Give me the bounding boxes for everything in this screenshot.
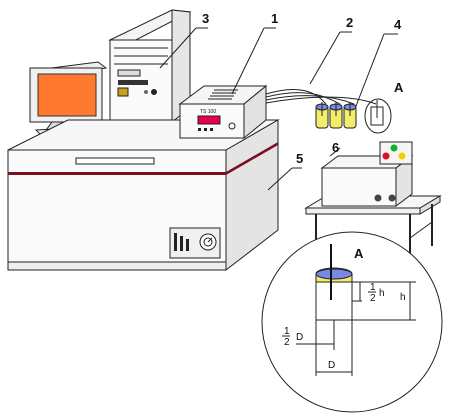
lamp-yellow [398,152,406,160]
dim-half-d-num: 1 [284,326,290,337]
chamber-stripe [8,172,226,175]
vial-3 [343,102,357,129]
label-3: 3 [202,11,209,26]
detail-marker: A [364,80,404,134]
dim-half-d-var: D [296,332,303,343]
detail-vial-body [315,281,353,321]
detail-view: A 1 2 h h 1 2 D D [261,231,443,413]
control-cabinet [320,141,414,207]
label-2: 2 [346,15,353,30]
computer-tower [108,9,192,127]
detail-ref-label: A [394,80,404,95]
instrument-display [197,115,221,125]
label-1: 1 [271,11,278,26]
sensor-cables [265,88,377,105]
cabinet-knob-left [374,194,382,202]
sample-vials [315,102,357,129]
label-5: 5 [296,151,303,166]
dim-h: h [400,292,406,303]
vial-2 [329,102,343,129]
dim-half-d-den: 2 [284,337,290,348]
cabinet-knob-right [388,194,396,202]
label-4: 4 [394,17,402,32]
monitor-screen [37,73,97,117]
lamp-green [390,144,398,152]
lamp-red [382,152,390,160]
label-6: 6 [332,140,339,155]
measuring-instrument: TS 100 [178,84,268,140]
dim-half-h-var: h [379,288,385,299]
thermal-chamber [7,119,280,272]
callout-leaders [159,27,398,191]
instrument-model: TS 100 [200,109,216,115]
detail-title: A [354,246,364,261]
vial-1 [315,102,329,129]
dim-d: D [328,360,335,371]
dim-half-h-num: 1 [370,282,376,293]
dim-half-h-den: 2 [370,293,376,304]
